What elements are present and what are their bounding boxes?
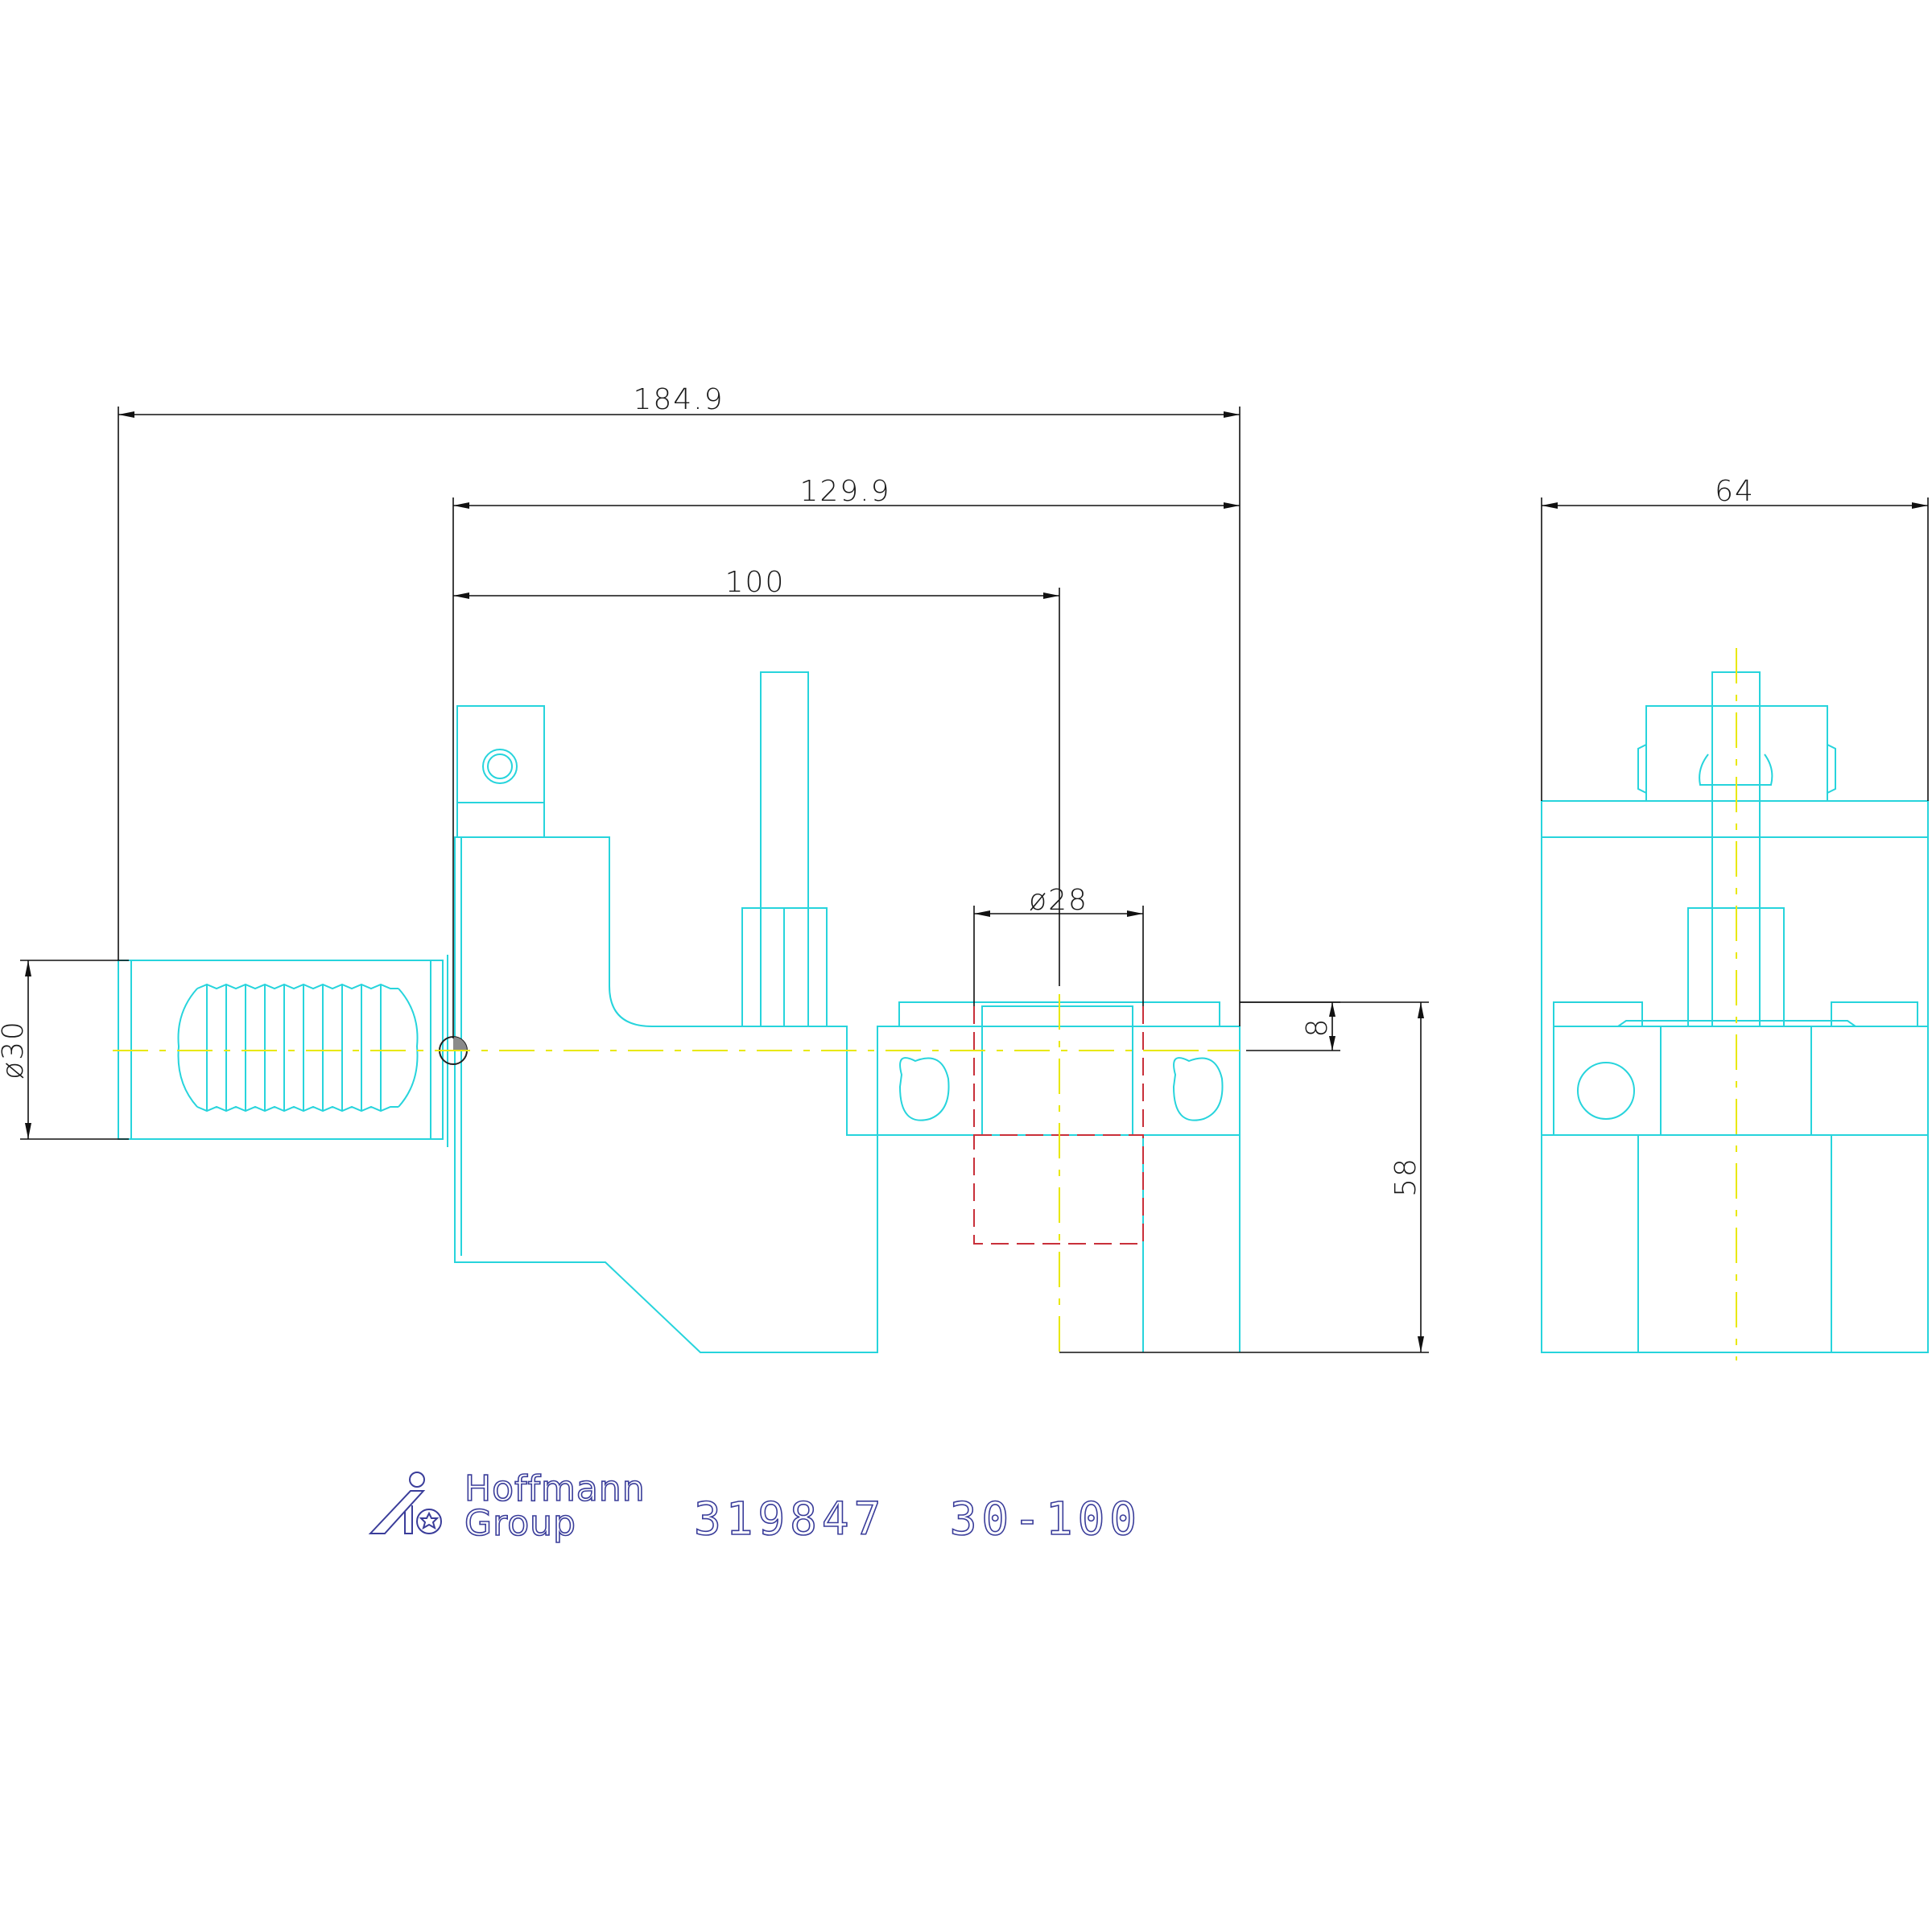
hoffmann-logo: Hoffmann Group xyxy=(368,1468,646,1545)
logo-text-line1: Hoffmann xyxy=(464,1468,646,1509)
front-top-block xyxy=(1541,800,1929,838)
body-outline xyxy=(454,705,878,1353)
dim-shank-diameter: ø30 xyxy=(0,1020,30,1080)
logo-text-line2: Group xyxy=(464,1503,576,1544)
front-view xyxy=(1541,648,1929,1360)
side-dimensions: 184.9 129.9 100 ø28 ø30 8 xyxy=(0,383,1429,1353)
shank-serration xyxy=(177,983,419,1113)
dim-height: 58 xyxy=(1389,1157,1422,1197)
dim-step: 8 xyxy=(1301,1018,1334,1038)
body-hole xyxy=(482,749,518,784)
dim-offset: 100 xyxy=(725,566,786,599)
dim-bore-diameter: ø28 xyxy=(1029,884,1088,917)
dim-overall-length: 184.9 xyxy=(633,383,724,416)
front-dimensions: 64 xyxy=(1541,475,1929,801)
part-number: 319847 30-100 xyxy=(694,1493,1141,1546)
dim-width: 64 xyxy=(1715,475,1755,508)
side-view xyxy=(113,671,1241,1360)
logo-mark xyxy=(368,1472,442,1534)
front-base xyxy=(1541,1134,1929,1353)
front-roller-hole xyxy=(1577,1062,1635,1120)
dim-body-length: 129.9 xyxy=(799,475,890,508)
